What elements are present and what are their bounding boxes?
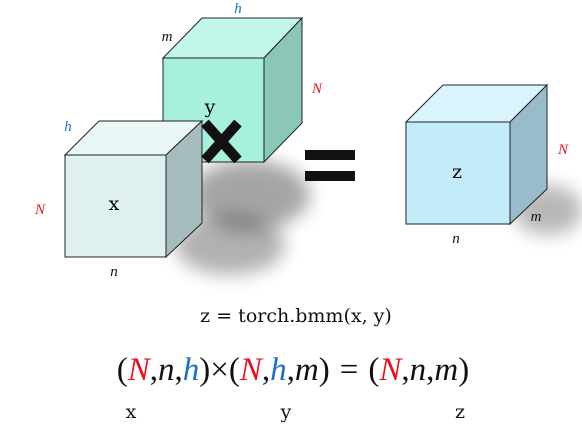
eq-n: n [158,352,175,388]
eq-comma: , [426,352,434,388]
caption-z: z [455,401,465,423]
eq-paren: ) [319,352,330,388]
code-line: z = torch.bmm(x, y) [200,305,392,327]
cube-x-left-label: N [34,202,46,218]
eq-paren: ) [458,352,469,388]
cube-z-bottom-label: n [452,231,460,247]
equals-icon [305,150,355,181]
eq-m: m [434,352,458,388]
eq-batch: N [378,352,403,388]
cube-y-right-label: N [311,81,323,97]
cube-z: z [404,83,549,226]
eq-h: h [270,352,287,388]
cube-y-depth-label: m [162,29,173,45]
eq-comma: , [150,352,158,388]
eq-paren: ( [229,352,240,388]
cube-x: x [63,119,204,259]
cube-x-bottom-label: n [110,264,118,280]
cube-z-name: z [452,161,462,183]
eq-comma: , [401,352,409,388]
shape-equation: (N,n,h)×(N,h,m)=(N,n,m) [117,352,469,388]
cube-y-name: y [204,96,216,118]
cube-y-top-label: h [234,1,242,17]
eq-paren: ( [117,352,128,388]
caption-y: y [280,401,292,423]
cube-x-top-label: h [64,119,72,135]
eq-comma: , [287,352,295,388]
cube-z-depth-label: m [531,209,542,225]
eq-comma: , [262,352,270,388]
multiply-icon [201,119,242,164]
eq-comma: , [175,352,183,388]
eq-batch: N [127,352,152,388]
eq-h: h [183,352,200,388]
eq-equals: = [340,352,359,388]
eq-batch: N [239,352,264,388]
eq-times: × [210,352,229,388]
cube-z-right-label: N [557,142,569,158]
caption-x: x [126,401,137,423]
eq-paren: ) [199,352,210,388]
cube-y-shadow [190,160,310,230]
eq-m: m [295,352,319,388]
cube-x-name: x [109,193,120,215]
eq-paren: ( [368,352,379,388]
cube-x-shadow [175,215,285,275]
eq-n: n [410,352,427,388]
